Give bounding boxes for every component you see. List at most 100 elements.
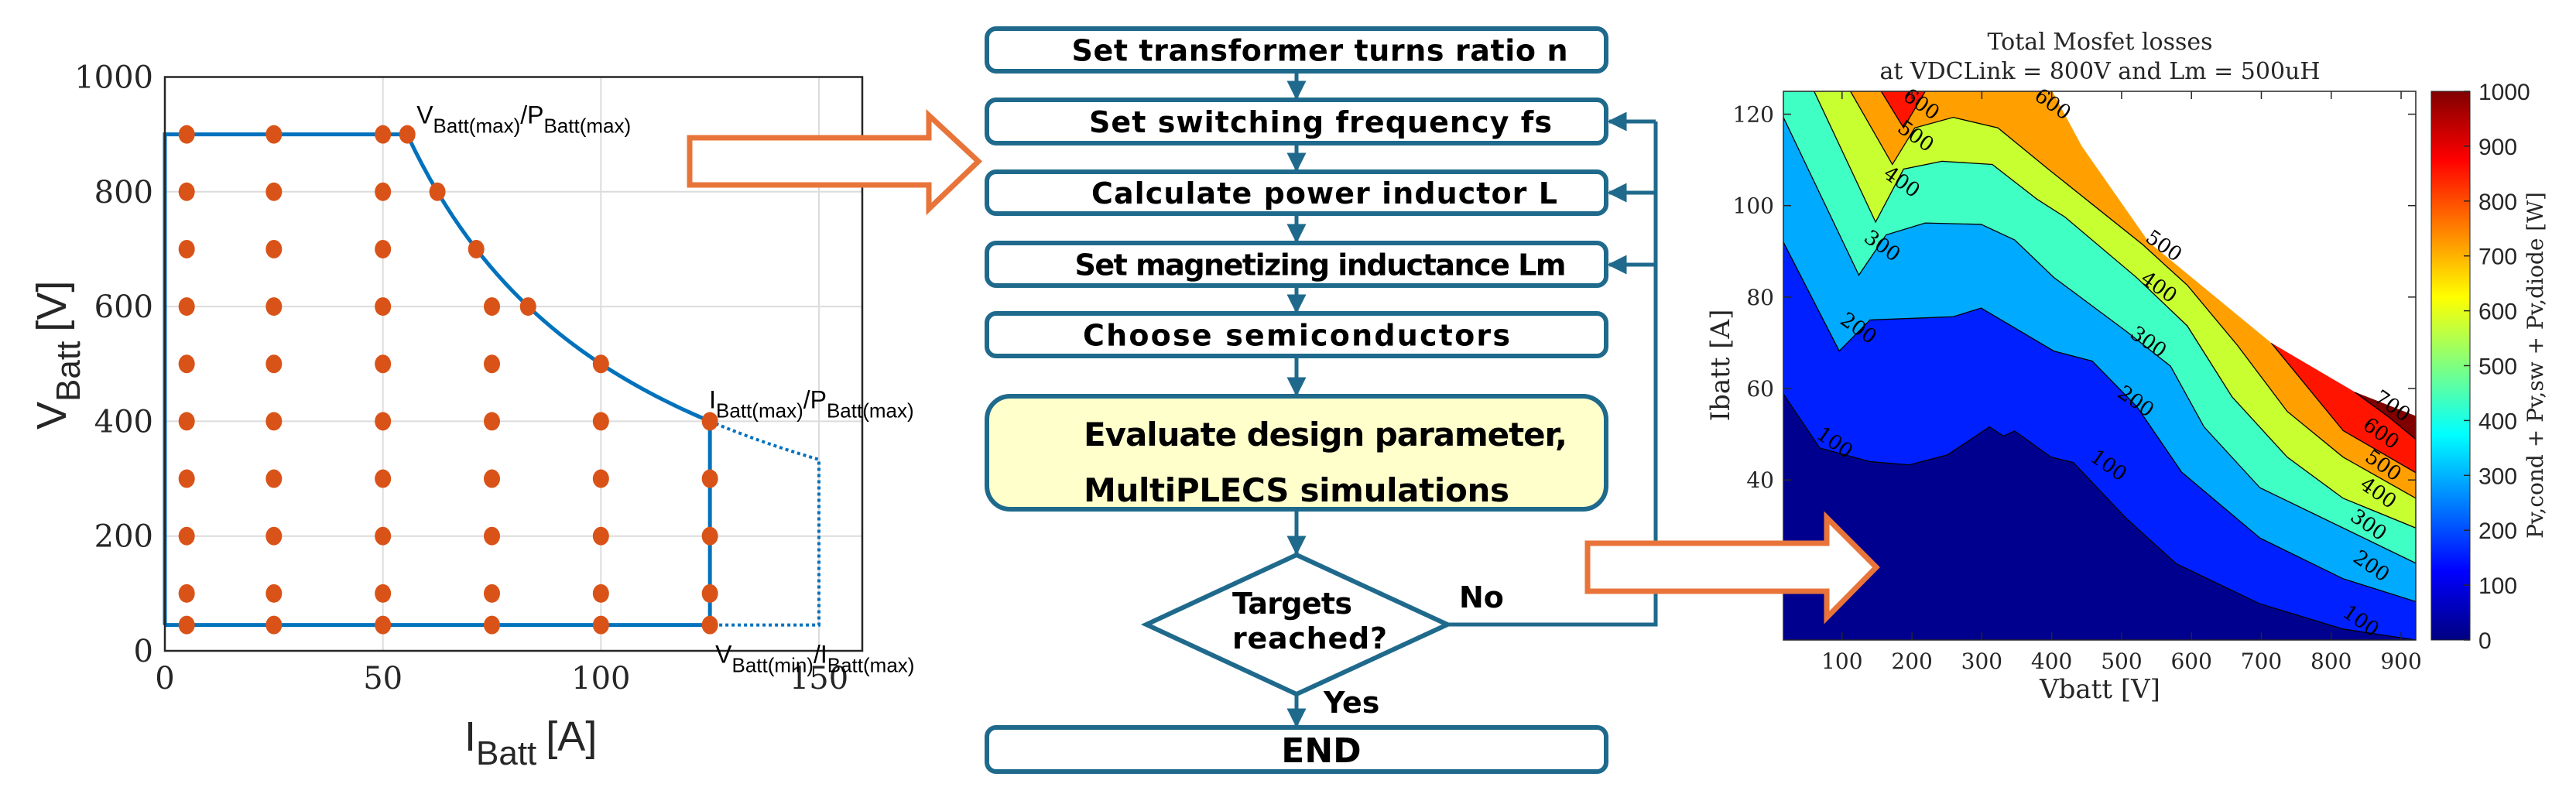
operating-point <box>265 297 283 317</box>
operating-point <box>178 469 195 488</box>
decision-line2: reached? <box>1232 621 1387 655</box>
operating-point <box>484 584 500 603</box>
colorbar-tick-label: 1000 <box>2478 80 2530 105</box>
yes-label: Yes <box>1323 686 1379 720</box>
colorbar-tick-label: 600 <box>2478 299 2517 325</box>
flow-step-box[interactable] <box>985 98 1608 145</box>
evaluate-step-line1: Evaluate design parameter, <box>1084 416 1567 453</box>
operating-point <box>701 526 718 546</box>
contour-line <box>1783 241 2416 602</box>
flow-step-box[interactable] <box>985 26 1608 74</box>
decision-diamond[interactable] <box>1140 552 1454 697</box>
operating-point <box>178 239 195 258</box>
flow-connectors <box>1286 71 1658 728</box>
contour-line <box>1850 91 2416 499</box>
flow-step-box[interactable] <box>985 169 1608 216</box>
contour-line <box>1880 91 1926 129</box>
flow-step-box[interactable] <box>985 241 1608 288</box>
arrow-right-icon <box>687 108 983 216</box>
operating-point <box>592 584 609 603</box>
operating-boundary-line <box>163 132 712 628</box>
operating-point <box>592 412 609 431</box>
y-tick-label: 60 <box>1746 376 1774 402</box>
x-axis-label: IBatt[A] <box>464 714 597 772</box>
operating-point <box>519 297 536 317</box>
y-axis-label: VBatt[V] <box>29 281 87 430</box>
x-tick-label: 700 <box>2241 649 2282 674</box>
colorbar <box>2430 91 2471 641</box>
colorbar-tick-label: 800 <box>2478 190 2517 215</box>
flow-step-label: Set switching frequency fs <box>1089 105 1552 139</box>
x-tick-label: 300 <box>1961 649 2002 674</box>
operating-point <box>375 615 392 635</box>
flow-step-label: Set transformer turns ratio n <box>1072 34 1568 68</box>
operating-point <box>592 469 609 488</box>
evaluate-step-box[interactable] <box>985 394 1608 512</box>
flow-step-label: Choose semiconductors <box>1083 319 1510 353</box>
operating-point <box>178 412 195 431</box>
colorbar-tick-label: 0 <box>2478 628 2492 654</box>
operating-point <box>178 297 195 317</box>
operating-point <box>178 182 195 201</box>
contour-lines <box>1783 91 2416 640</box>
flow-step-label: Calculate power inductor L <box>1091 176 1557 210</box>
operating-point <box>265 354 283 374</box>
operating-point <box>265 412 283 431</box>
y-tick-label: 100 <box>1733 193 1774 219</box>
chart-title-line2: at VDCLink = 800V and Lm = 500uH <box>1879 58 2320 85</box>
x-tick-label: 400 <box>2031 649 2072 674</box>
operating-point <box>592 615 609 635</box>
x-tick-label: 100 <box>1821 649 1862 674</box>
operating-point <box>701 615 718 635</box>
y-tick-label: 1000 <box>74 60 153 96</box>
annotation-label: IBatt(max)/PBatt(max) <box>709 385 914 422</box>
operating-point <box>178 615 195 635</box>
x-tick-label: 800 <box>2311 649 2352 674</box>
operating-point <box>265 526 283 546</box>
x-tick-label: 500 <box>2101 649 2142 674</box>
operating-point <box>484 297 500 317</box>
operating-point <box>375 469 392 488</box>
boundary-lines <box>163 132 820 628</box>
flow-step-box[interactable] <box>985 311 1608 358</box>
contour-line <box>2354 391 2416 440</box>
end-box[interactable] <box>985 725 1608 774</box>
operating-point <box>265 239 283 258</box>
operating-point <box>701 412 718 431</box>
operating-point <box>484 354 500 374</box>
colorbar-label: Pv,cond + Pv,sw + Pv,diode [W] <box>2523 192 2548 539</box>
operating-point <box>429 182 446 201</box>
colorbar-tick-label: 400 <box>2478 409 2517 434</box>
chart-title-line1: Total Mosfet losses <box>1987 29 2212 56</box>
operating-point <box>265 125 283 144</box>
colorbar-tick-label: 200 <box>2478 518 2517 544</box>
y-axis-label: Ibatt [A] <box>1705 310 1736 422</box>
y-tick-label: 0 <box>134 634 153 669</box>
colorbar-tick-label: 700 <box>2478 245 2517 270</box>
annotations: VBatt(max)/PBatt(max)IBatt(max)/PBatt(ma… <box>416 101 914 677</box>
y-tick-label: 600 <box>94 289 153 325</box>
contour-line <box>1783 117 2416 564</box>
operating-point <box>592 354 609 374</box>
operating-point <box>265 615 283 635</box>
operating-point <box>178 125 195 144</box>
y-tick-label: 400 <box>94 404 153 440</box>
operating-point <box>178 354 195 374</box>
operating-point <box>375 526 392 546</box>
x-tick-label: 200 <box>1891 649 1932 674</box>
operating-point <box>265 469 283 488</box>
operating-point <box>484 526 500 546</box>
decision-line1: Targets <box>1232 587 1352 621</box>
y-tick-label: 40 <box>1746 467 1774 493</box>
operating-point <box>484 469 500 488</box>
design-flowchart: Set transformer turns ratio n Set switchi… <box>985 26 1658 774</box>
extended-boundary-dotted-line <box>709 419 820 627</box>
colorbar-tick-label: 300 <box>2478 464 2517 489</box>
operating-point <box>178 526 195 546</box>
operating-point <box>399 125 416 144</box>
operating-point <box>484 412 500 431</box>
colorbar-tick-label: 500 <box>2478 354 2517 380</box>
